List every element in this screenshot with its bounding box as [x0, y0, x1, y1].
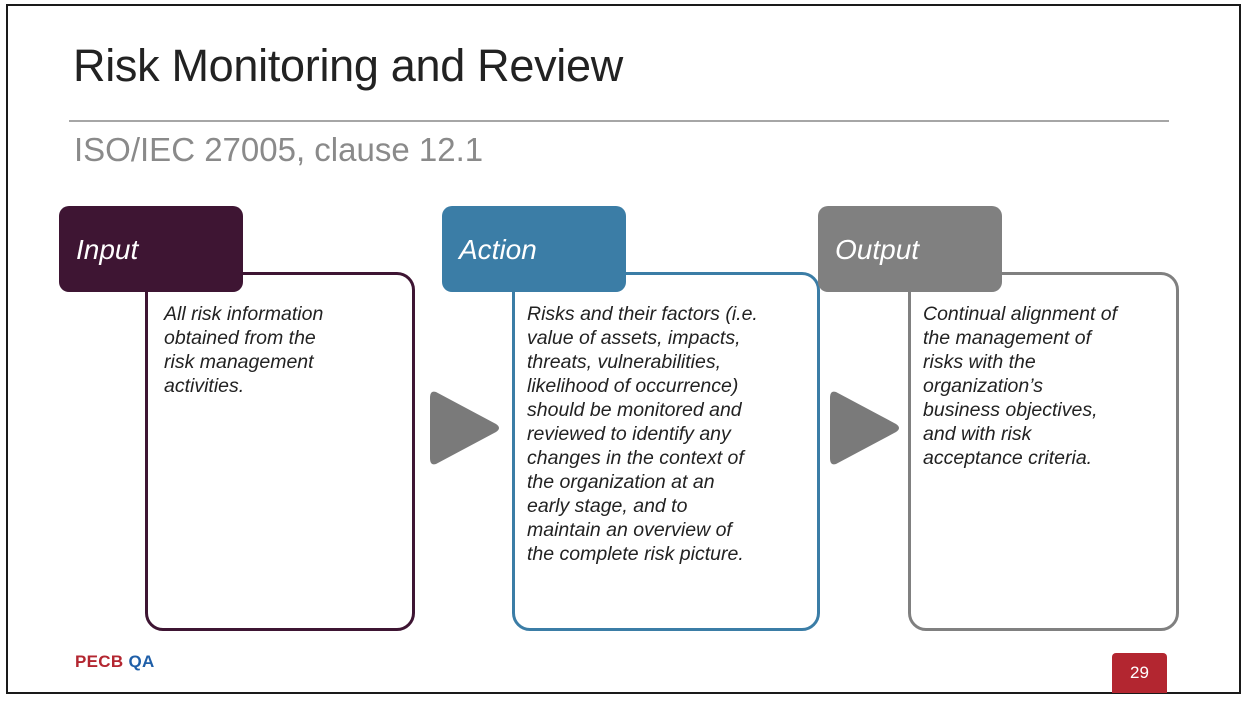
action-line: maintain an overview of — [527, 519, 732, 541]
input-line: activities. — [164, 375, 245, 397]
input-line: risk management — [164, 351, 314, 373]
action-tab: Action — [442, 206, 626, 292]
page-number-badge: 29 — [1112, 653, 1167, 693]
action-line: reviewed to identify any — [527, 423, 731, 445]
output-tab: Output — [818, 206, 1002, 292]
input-label: Input — [76, 234, 139, 265]
action-line: Risks and their factors (i.e. — [527, 303, 758, 325]
action-label: Action — [459, 234, 537, 265]
arrow-right-icon — [428, 388, 502, 473]
arrow-right-icon — [828, 388, 902, 473]
action-line: early stage, and to — [527, 495, 688, 517]
input-line: All risk information — [164, 303, 324, 325]
output-line: risks with the — [923, 351, 1036, 373]
input-box: All risk information obtained from the r… — [145, 272, 415, 631]
action-line: value of assets, impacts, — [527, 327, 741, 349]
action-line: the complete risk picture. — [527, 543, 744, 565]
slide-title: Risk Monitoring and Review — [73, 40, 623, 91]
output-line: the management of — [923, 327, 1092, 349]
output-line: business objectives, — [923, 399, 1098, 421]
input-line: obtained from the — [164, 327, 316, 349]
output-box: Continual alignment of the management of… — [908, 272, 1179, 631]
slide-subtitle: ISO/IEC 27005, clause 12.1 — [74, 131, 484, 168]
output-line: organization’s — [923, 375, 1043, 397]
output-line: and with risk — [923, 423, 1032, 445]
action-line: likelihood of occurrence) — [527, 375, 739, 397]
logo-pecb-text: PECB — [75, 652, 124, 671]
input-tab: Input — [59, 206, 243, 292]
action-line: changes in the context of — [527, 447, 744, 469]
pecb-logo: PECB QA — [75, 652, 155, 672]
logo-qa-text: QA — [128, 652, 155, 671]
action-line: threats, vulnerabilities, — [527, 351, 722, 373]
output-line: Continual alignment of — [923, 303, 1118, 325]
output-line: acceptance criteria. — [923, 447, 1093, 469]
action-line: the organization at an — [527, 471, 715, 493]
title-divider — [69, 120, 1169, 122]
action-line: should be monitored and — [527, 399, 742, 421]
action-box: Risks and their factors (i.e. value of a… — [512, 272, 820, 631]
output-label: Output — [835, 234, 920, 265]
